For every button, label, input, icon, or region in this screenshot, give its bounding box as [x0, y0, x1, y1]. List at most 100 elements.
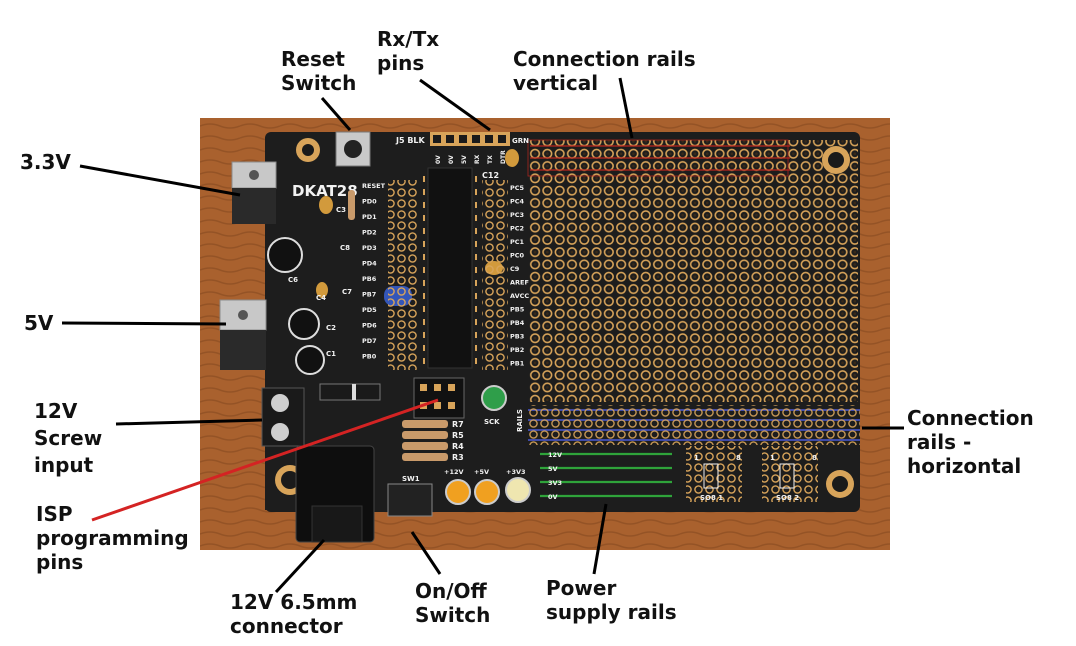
so8-chip-1	[703, 463, 719, 489]
led-3v3	[505, 477, 531, 503]
capacitor-c12	[505, 149, 519, 167]
resistor	[402, 453, 448, 461]
diode-band	[352, 384, 356, 400]
callout-pointers	[61, 77, 904, 594]
rxtx-header-pins	[433, 135, 506, 143]
so8-chip-2	[779, 463, 795, 489]
prototype-grid	[528, 140, 858, 402]
cap-label: C1	[326, 350, 336, 358]
right-pin-label: C9	[510, 265, 520, 273]
so8-footprint-2	[762, 446, 818, 502]
label-5v: 5V	[24, 311, 54, 335]
pointer-isp	[91, 398, 439, 522]
pointer-reset	[320, 97, 352, 131]
so8-footprint-1	[686, 446, 742, 502]
header-pin-label: TX	[487, 155, 494, 164]
label-3v3: 3.3V	[20, 150, 71, 174]
led-5v	[474, 479, 500, 505]
screw-2	[271, 423, 289, 441]
sck-label: SCK	[484, 418, 500, 426]
resistor-label: R7	[452, 420, 464, 429]
right-pin-label: PB5	[510, 306, 525, 314]
header-pin-label: 0V	[435, 155, 442, 164]
electrolytic-cap-1	[267, 237, 303, 273]
left-pin-label: PD5	[362, 306, 377, 314]
left-pin-label: PD4	[362, 260, 377, 268]
diode	[319, 383, 381, 401]
horizontal-rails-holes	[528, 405, 860, 445]
supply-rail-label: 0V	[548, 493, 558, 501]
led-label: +5V	[474, 468, 489, 476]
right-pin-label: PB1	[510, 360, 525, 368]
electrolytic-cap-2	[288, 308, 320, 340]
right-pin-label: PC1	[510, 238, 525, 246]
right-pin-label: AVCC	[510, 292, 529, 300]
right-pin-label: PC0	[510, 252, 525, 260]
led-label: +12V	[444, 468, 464, 476]
supply-rail-label: 3V3	[548, 479, 562, 487]
sck-led	[481, 385, 507, 411]
left-pin-label: PD6	[362, 322, 377, 330]
pointer-screw	[115, 418, 263, 426]
left-pin-label: PB7	[362, 291, 376, 299]
header-label: J5 BLK	[395, 136, 426, 145]
board-name: DKAT28	[292, 182, 358, 200]
led-12v	[445, 479, 471, 505]
right-pin-label: PC4	[510, 198, 525, 206]
left-pin-label: PD0	[362, 198, 377, 206]
cap-label: C6	[288, 276, 298, 284]
right-pin-label: AREF	[510, 279, 529, 287]
cap-label: C4	[316, 294, 326, 302]
resistor-r6	[348, 190, 355, 220]
pointer-3v3	[79, 164, 241, 197]
left-pin-label: PD3	[362, 244, 377, 252]
ceramic-cap-2	[316, 282, 328, 298]
header-pin-label: 0V	[448, 155, 455, 164]
supply-rail-label: 5V	[548, 465, 558, 473]
pointer-5v	[61, 321, 227, 326]
right-pin-label: PC3	[510, 211, 524, 219]
pointer-connector	[274, 538, 326, 594]
left-pin-label: PB6	[362, 275, 377, 283]
cap-label: C2	[326, 324, 336, 332]
right-pin-label: PC5	[510, 184, 525, 192]
vertical-rail-strip	[530, 145, 790, 171]
header-pin-label: 5V	[461, 155, 468, 164]
pointer-onoff	[410, 531, 442, 575]
supply-rail-label: 12V	[548, 451, 562, 459]
header-pin-label: RX	[474, 154, 481, 164]
so8-1-label: SO8 1	[700, 494, 723, 502]
right-pin-label: PB2	[510, 346, 524, 354]
mcu-socket-pins	[423, 176, 477, 364]
left-pin-label: RESET	[362, 182, 386, 190]
so8-1-pin8: 8	[736, 454, 741, 462]
regulator-5v-body	[220, 330, 266, 370]
ceramic-cap-1	[319, 196, 333, 214]
resistor-label: R5	[452, 431, 464, 440]
supply-rail-labels: 12V 5V 3V3 0V	[548, 451, 562, 501]
right-pin-label: PB4	[510, 319, 525, 327]
pointer-power-rails	[592, 503, 608, 575]
cap-label: C8	[340, 244, 350, 252]
resistor	[402, 431, 448, 439]
resistor	[402, 442, 448, 450]
onoff-switch	[387, 483, 433, 517]
led-labels: +12V+5V+3V3	[444, 468, 526, 476]
left-pin-label: PD2	[362, 229, 377, 237]
left-pin-label: PB0	[362, 353, 377, 361]
left-pin-header	[388, 180, 418, 370]
pointer-rxtx	[419, 78, 491, 132]
right-pin-label: PC2	[510, 225, 524, 233]
